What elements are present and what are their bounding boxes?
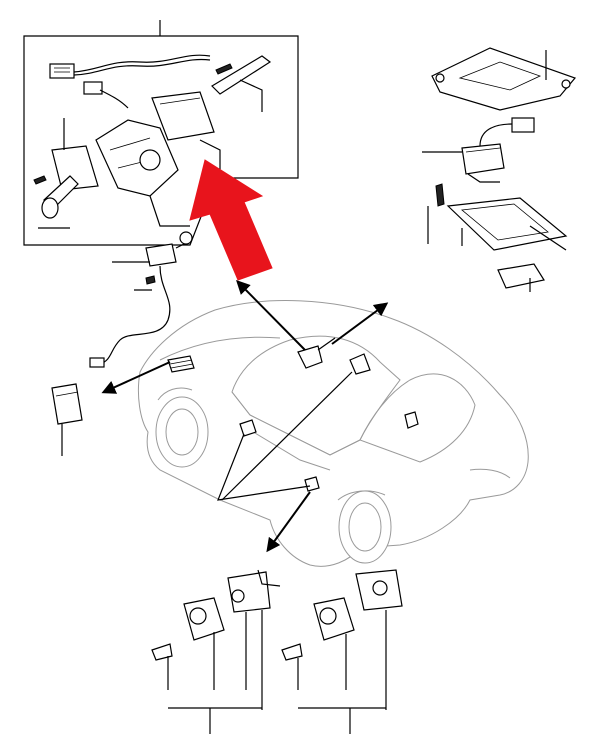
sensor-harness (89, 231, 193, 368)
callout-arrows (101, 280, 389, 553)
mounting-bracket (431, 47, 577, 111)
car-component-markers (167, 337, 419, 492)
map-lamp-housing (446, 197, 568, 292)
combination-switch-box (23, 20, 299, 246)
door-switch-right (281, 569, 403, 734)
control-module (422, 117, 535, 244)
door-switch-left (151, 569, 281, 734)
car-outline (137, 300, 529, 567)
highlight-arrow (189, 159, 273, 281)
relay-left (51, 383, 83, 456)
